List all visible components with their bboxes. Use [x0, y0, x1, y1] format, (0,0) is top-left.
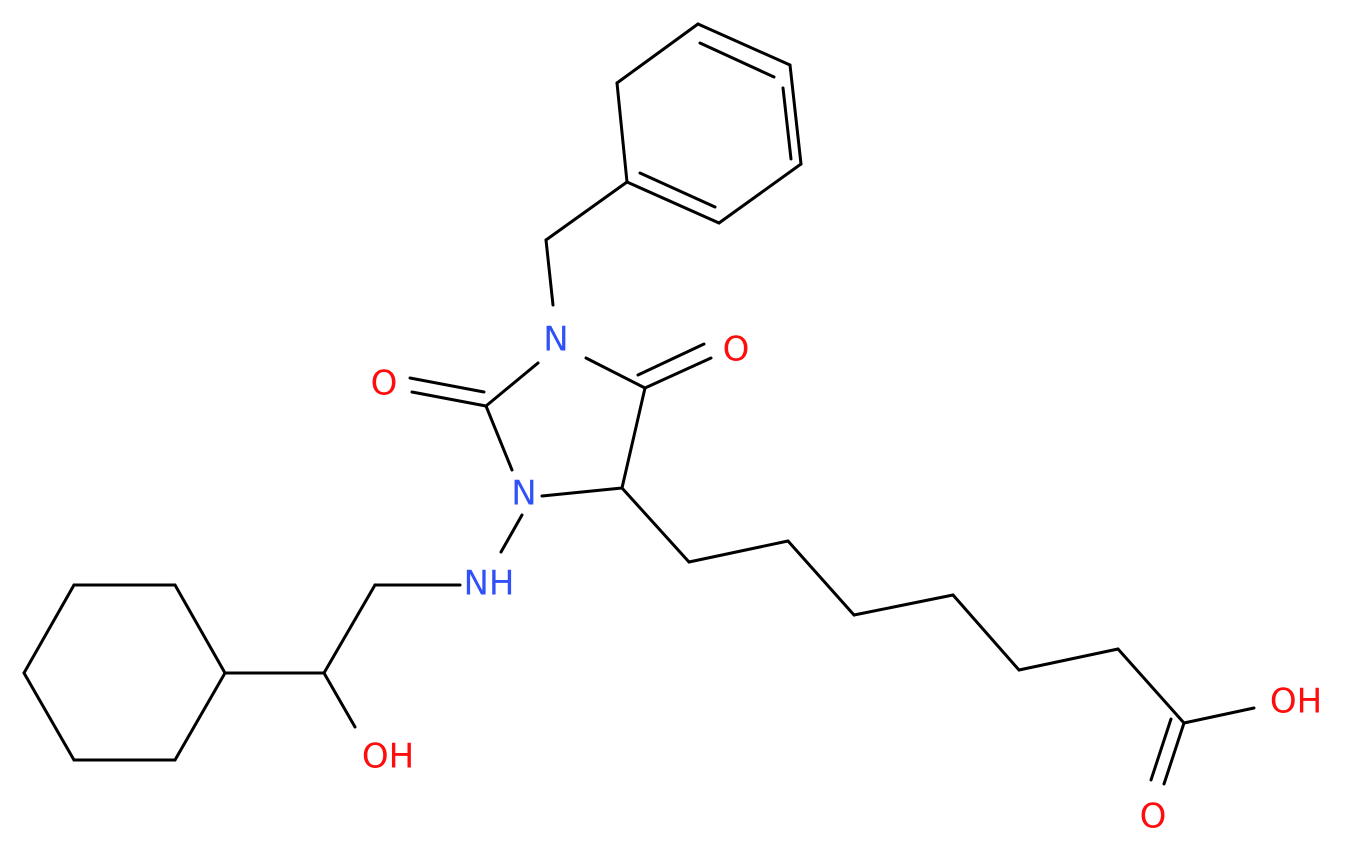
aromatic-inner-bond [638, 171, 717, 209]
bond [615, 22, 700, 85]
benzene-ring [615, 22, 803, 225]
bond [852, 593, 955, 617]
atom-label-oh-alcohol: OH [362, 737, 414, 777]
double-bond [1162, 721, 1186, 786]
bond [1017, 647, 1120, 672]
double-bond [408, 376, 486, 394]
bond [951, 593, 1021, 672]
bond [544, 238, 555, 307]
bond [786, 539, 856, 617]
atom-label-oh-acid: OH [1270, 682, 1322, 722]
bond [788, 63, 803, 166]
double-bond [410, 390, 488, 408]
bond [1182, 706, 1256, 725]
bond [484, 361, 540, 408]
bond [322, 671, 357, 729]
bond [696, 22, 792, 67]
bond [584, 356, 647, 390]
alkyl-chain [620, 486, 1186, 725]
bond [22, 671, 76, 762]
bond [22, 583, 76, 675]
bond [687, 539, 790, 564]
bond [620, 486, 691, 564]
bond [544, 180, 629, 242]
atom-label-n-benzyl: N [543, 320, 568, 360]
double-bond [643, 356, 713, 390]
bond [484, 404, 514, 472]
hydantoin-ring [484, 356, 647, 498]
bond [322, 583, 377, 675]
bond [620, 386, 647, 490]
atom-label-o-ring-right: O [723, 330, 750, 370]
bond [173, 671, 227, 762]
atom-label-o-ring-left: O [371, 364, 398, 404]
bond [717, 162, 803, 225]
atom-label-o-acid: O [1140, 797, 1167, 837]
bond [615, 81, 629, 184]
atom-label-nh-linker: NH [464, 564, 515, 604]
aromatic-inner-bond [698, 41, 776, 79]
bond [625, 180, 721, 225]
atom-label-n-ring-lower: N [511, 474, 536, 514]
bond [173, 583, 227, 675]
bond [540, 486, 624, 498]
bond [499, 513, 524, 554]
double-bond [636, 342, 706, 377]
double-bond [1149, 717, 1173, 782]
cyclohexane-ring [22, 583, 227, 762]
aromatic-inner-bond [781, 86, 793, 161]
bond [1116, 647, 1186, 725]
